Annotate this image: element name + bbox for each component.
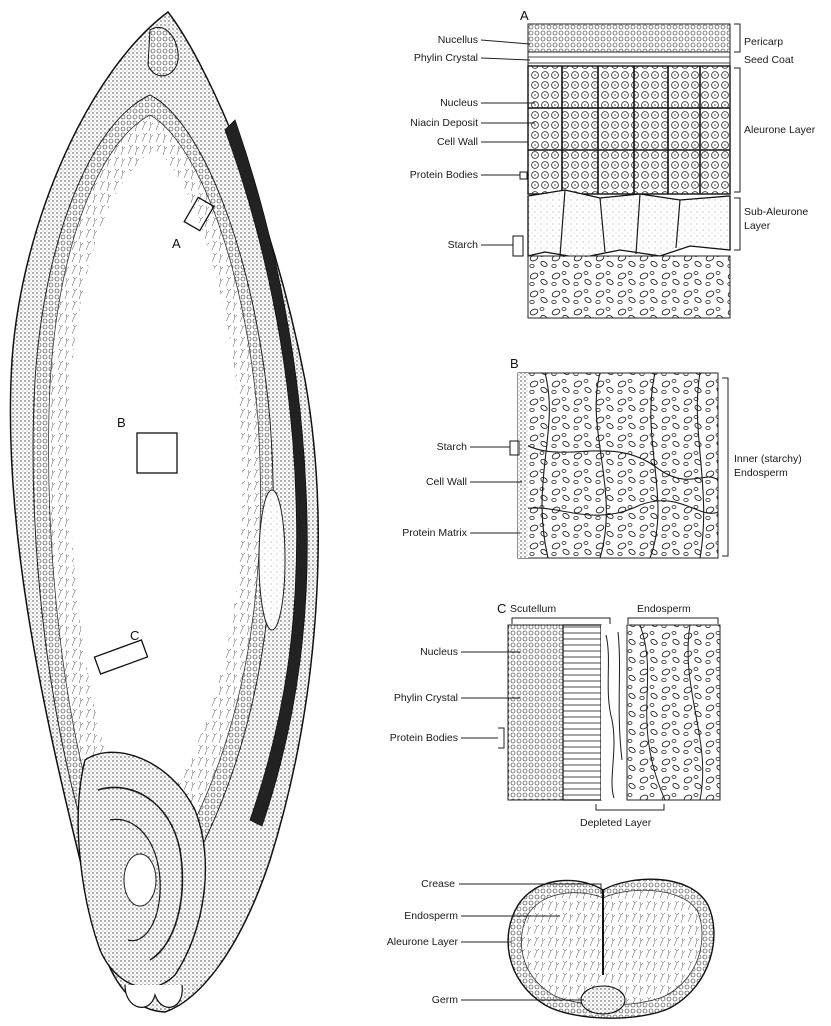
panel-c-scutellum-cells — [508, 625, 563, 800]
kernel-longitudinal-section: A B C — [10, 12, 318, 1012]
panel-a-label-nucellus: Nucellus — [438, 34, 478, 46]
panel-c-endosperm — [627, 625, 720, 800]
panel-c: C Scutellum Endosperm Depleted Layer Nuc… — [390, 601, 720, 829]
panel-a-pericarp — [528, 24, 730, 52]
panel-c-marker-protein-bodies — [498, 728, 504, 748]
panel-a-label-subaleurone-1: Sub-Aleurone — [744, 206, 808, 218]
panel-a-label-subaleurone-2: Layer — [744, 220, 771, 232]
panel-b: B Inner (starchy) Endosperm Starch Cell … — [402, 356, 801, 558]
panel-a-label-pericarp: Pericarp — [744, 36, 783, 48]
panel-b-label-starch: Starch — [437, 441, 468, 453]
panel-a-bracket-pericarp — [734, 24, 740, 52]
panel-c-bracket-endosperm — [628, 618, 718, 624]
panel-a-starch-zone — [528, 256, 730, 318]
panel-a-subaleurone — [528, 190, 730, 258]
panel-b-label-inner-starchy: Inner (starchy) — [734, 453, 802, 465]
region-label-b: B — [117, 415, 126, 430]
panel-c-label-depleted-layer: Depleted Layer — [580, 817, 652, 829]
panel-c-label-phylin-crystal: Phylin Crystal — [394, 692, 458, 704]
panel-b-protein-matrix-edge — [518, 373, 528, 558]
panel-a-letter: A — [520, 8, 529, 23]
panel-c-depleted-layer — [601, 625, 627, 800]
panel-a-label-cell-wall: Cell Wall — [437, 136, 478, 148]
panel-a-leader-nucellus — [481, 40, 530, 44]
panel-b-label-protein-matrix: Protein Matrix — [402, 527, 468, 539]
panel-a-marker-starch — [513, 236, 523, 256]
panel-c-label-nucleus: Nucleus — [420, 646, 458, 658]
cross-section-label-aleurone: Aleurone Layer — [387, 936, 459, 948]
cross-section-label-endosperm: Endosperm — [404, 910, 458, 922]
panel-a-label-starch: Starch — [448, 239, 479, 251]
panel-b-letter: B — [510, 356, 519, 371]
kernel-crease-cavity — [259, 490, 285, 630]
region-label-c: C — [130, 628, 139, 643]
cross-section: Crease Endosperm Aleurone Layer Germ — [387, 878, 714, 1018]
panel-a-label-aleurone: Aleurone Layer — [744, 124, 816, 136]
panel-a-label-phylin-crystal: Phylin Crystal — [414, 52, 478, 64]
panel-a-label-niacin-deposit: Niacin Deposit — [410, 117, 478, 129]
panel-a-bracket-subaleurone — [734, 198, 740, 250]
panel-a-bracket-aleurone — [734, 68, 740, 192]
cross-section-label-germ: Germ — [432, 994, 459, 1006]
cross-section-label-crease: Crease — [421, 878, 455, 890]
panel-b-bracket-endosperm — [722, 378, 728, 556]
panel-b-starchy-endosperm — [518, 373, 718, 558]
panel-a-leader-phylin-crystal — [481, 58, 530, 60]
region-label-a: A — [172, 236, 181, 251]
panel-a-marker-protein-bodies — [520, 172, 527, 179]
panel-a-label-seed-coat: Seed Coat — [744, 54, 794, 66]
panel-b-label-cell-wall: Cell Wall — [426, 476, 467, 488]
panel-c-label-protein-bodies: Protein Bodies — [390, 732, 458, 744]
kernel-germ-plumule — [124, 854, 156, 906]
panel-c-label-scutellum: Scutellum — [510, 603, 556, 615]
panel-a: A Pericarp Seed Coat Aleurone Layer Sub-… — [410, 8, 816, 318]
panel-a-seed-coat — [528, 52, 730, 66]
panel-a-label-protein-bodies: Protein Bodies — [410, 169, 478, 181]
panel-c-letter: C — [497, 601, 506, 616]
panel-a-label-nucleus: Nucleus — [440, 97, 478, 109]
panel-c-epithelium — [563, 625, 601, 800]
panel-c-bracket-scutellum — [512, 618, 610, 624]
panel-c-label-endosperm: Endosperm — [637, 603, 691, 615]
panel-c-bracket-depleted — [596, 804, 664, 810]
cross-section-germ — [581, 986, 625, 1014]
panel-b-label-endosperm: Endosperm — [734, 467, 788, 479]
